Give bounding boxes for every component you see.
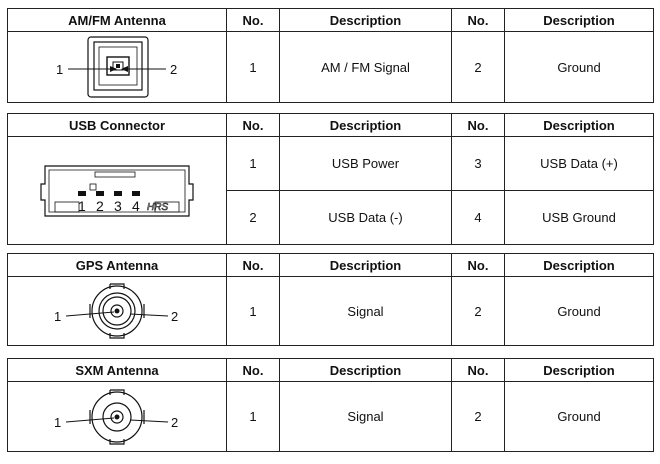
gps-antenna-table: GPS Antenna No. Description No. Descript… <box>7 253 654 346</box>
pin-description: Signal <box>279 276 452 346</box>
column-header-no: No. <box>226 253 280 277</box>
usb-pin-2: 2 <box>96 198 104 214</box>
pin-number: 3 <box>451 136 505 191</box>
sxm-connector-diagram: 1 2 <box>7 381 227 452</box>
pin-number: 2 <box>451 381 505 452</box>
pin-description: Ground <box>504 31 654 103</box>
column-header-description: Description <box>504 358 654 382</box>
section-title: GPS Antenna <box>7 253 227 277</box>
usb-pin-1: 1 <box>78 198 86 214</box>
section-title: USB Connector <box>7 113 227 137</box>
callout-2: 2 <box>171 415 178 430</box>
callout-2: 2 <box>170 62 177 77</box>
column-header-description: Description <box>504 8 654 32</box>
column-header-description: Description <box>279 8 452 32</box>
column-header-no: No. <box>451 358 505 382</box>
pin-description: AM / FM Signal <box>279 31 452 103</box>
pin-description: Ground <box>504 381 654 452</box>
column-header-no: No. <box>451 253 505 277</box>
pin-number: 2 <box>451 31 505 103</box>
pin-description: Ground <box>504 276 654 346</box>
column-header-description: Description <box>504 113 654 137</box>
pin-description: USB Power <box>279 136 452 191</box>
usb-pin-4: 4 <box>132 198 140 214</box>
usb-pin-3: 3 <box>114 198 122 214</box>
pin-number: 1 <box>226 276 280 346</box>
column-header-no: No. <box>451 8 505 32</box>
column-header-description: Description <box>279 358 452 382</box>
pin-description: Signal <box>279 381 452 452</box>
column-header-no: No. <box>226 8 280 32</box>
column-header-no: No. <box>226 113 280 137</box>
sxm-antenna-table: SXM Antenna No. Description No. Descript… <box>7 358 654 452</box>
column-header-no: No. <box>451 113 505 137</box>
pin-description: USB Data (-) <box>279 190 452 245</box>
pin-number: 1 <box>226 381 280 452</box>
callout-1: 1 <box>56 62 63 77</box>
pin-number: 1 <box>226 31 280 103</box>
column-header-no: No. <box>226 358 280 382</box>
gps-connector-diagram: 1 2 <box>7 276 227 346</box>
section-title: SXM Antenna <box>7 358 227 382</box>
pin-number: 2 <box>451 276 505 346</box>
callout-1: 1 <box>54 415 61 430</box>
amfm-antenna-table: AM/FM Antenna No. Description No. Descri… <box>7 8 654 103</box>
callout-1: 1 <box>54 309 61 324</box>
usb-connector-diagram: 1 2 3 4 HRS <box>7 136 227 245</box>
pin-description: USB Ground <box>504 190 654 245</box>
section-title: AM/FM Antenna <box>7 8 227 32</box>
hrs-logo: HRS <box>147 202 168 213</box>
pin-number: 2 <box>226 190 280 245</box>
amfm-connector-diagram: 1 2 <box>7 31 227 103</box>
column-header-description: Description <box>279 113 452 137</box>
column-header-description: Description <box>504 253 654 277</box>
callout-2: 2 <box>171 309 178 324</box>
pin-number: 4 <box>451 190 505 245</box>
usb-connector-table: USB Connector No. Description No. Descri… <box>7 113 654 245</box>
column-header-description: Description <box>279 253 452 277</box>
pin-number: 1 <box>226 136 280 191</box>
pin-description: USB Data (+) <box>504 136 654 191</box>
